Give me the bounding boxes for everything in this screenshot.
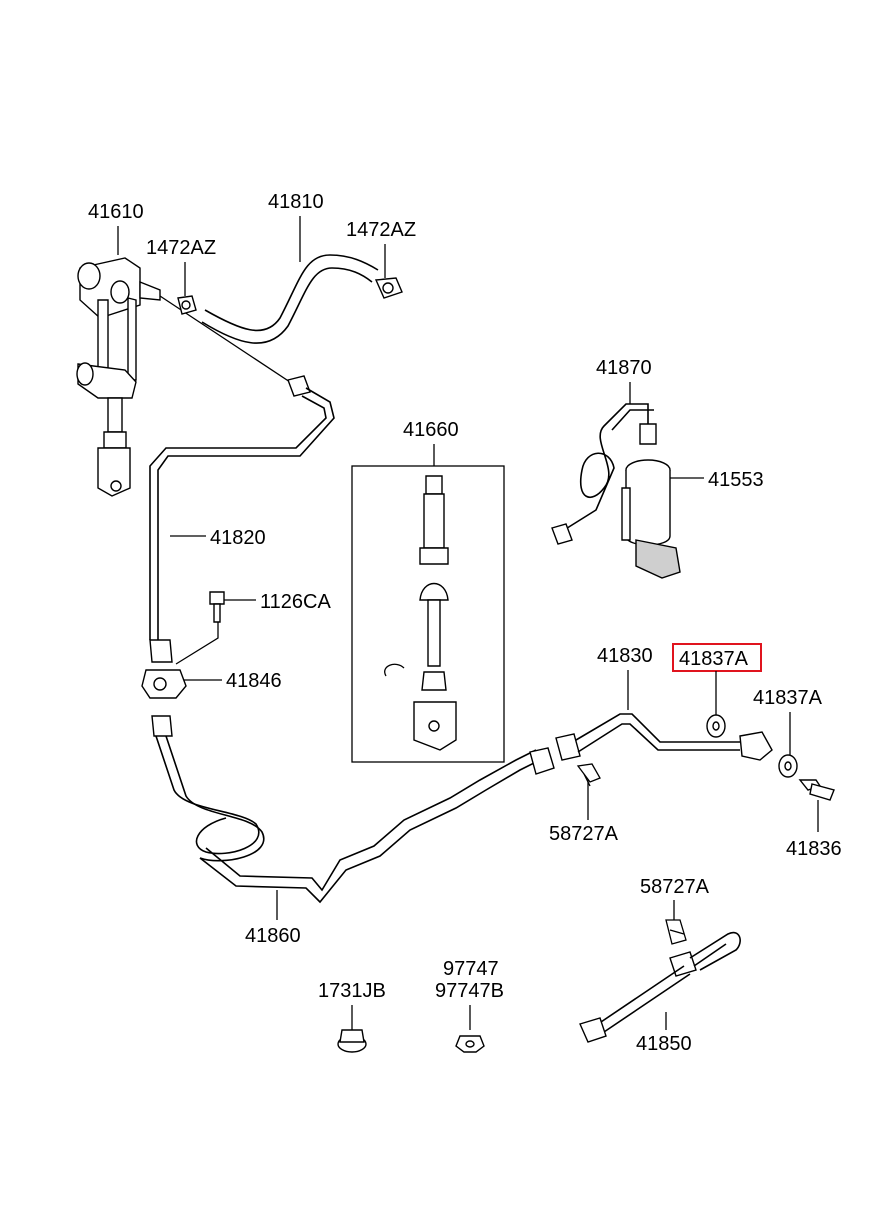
nut-97747[interactable] (455, 1035, 485, 1053)
master-cylinder-41610[interactable] (76, 257, 291, 497)
pipe-41820[interactable] (149, 375, 335, 663)
label-1472az-left[interactable]: 1472AZ (146, 237, 216, 259)
label-41850[interactable]: 41850 (636, 1033, 692, 1055)
reservoir-41553[interactable] (621, 459, 681, 579)
label-97747[interactable]: 97747 (443, 958, 499, 980)
label-41660[interactable]: 41660 (403, 419, 459, 441)
grommet-1731jb[interactable] (337, 1029, 367, 1053)
label-58727a-upper[interactable]: 58727A (549, 823, 619, 845)
clip-58727a-upper[interactable] (576, 763, 601, 787)
label-97747b[interactable]: 97747B (435, 980, 504, 1002)
label-41553[interactable]: 41553 (708, 469, 764, 491)
label-41837a-selected[interactable]: 41837A (679, 648, 749, 670)
hose-41810[interactable] (201, 254, 379, 344)
clamp-1472az-right[interactable] (374, 277, 403, 299)
label-41837a[interactable]: 41837A (753, 687, 823, 709)
label-58727a-lower[interactable]: 58727A (640, 876, 710, 898)
pipe-41830[interactable] (555, 713, 773, 761)
repair-kit-41660[interactable] (351, 465, 505, 763)
label-41836[interactable]: 41836 (786, 838, 842, 860)
label-41610[interactable]: 41610 (88, 201, 144, 223)
pipe-41850[interactable] (579, 931, 741, 1043)
label-41860[interactable]: 41860 (245, 925, 301, 947)
hose-41870[interactable] (551, 403, 657, 545)
label-41846[interactable]: 41846 (226, 670, 282, 692)
label-1731jb[interactable]: 1731JB (318, 980, 386, 1002)
leader-lines (117, 216, 819, 1030)
bolt-41836[interactable] (798, 779, 835, 801)
label-1472az-right[interactable]: 1472AZ (346, 219, 416, 241)
label-1126ca[interactable]: 1126CA (260, 591, 331, 613)
selected-part-highlight (672, 643, 762, 672)
washer-41837a-selected[interactable] (706, 714, 726, 738)
union-41846[interactable] (141, 669, 187, 699)
label-41820[interactable]: 41820 (210, 527, 266, 549)
washer-41837a[interactable] (778, 754, 798, 778)
label-41870[interactable]: 41870 (596, 357, 652, 379)
label-41810[interactable]: 41810 (268, 191, 324, 213)
clamp-1472az-left[interactable] (177, 295, 197, 315)
label-41830[interactable]: 41830 (597, 645, 653, 667)
pipe-41860[interactable] (151, 715, 555, 904)
bolt-1126ca[interactable] (209, 591, 225, 623)
clip-58727a-lower[interactable] (665, 919, 687, 945)
